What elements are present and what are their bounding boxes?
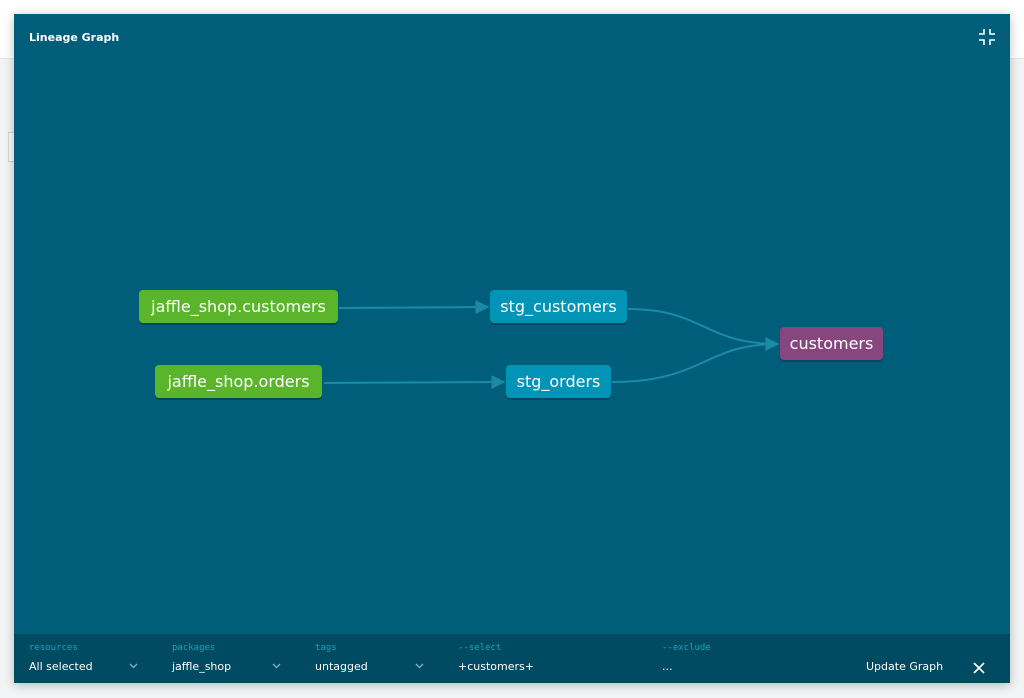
filter-select-input[interactable]: +customers+ [458, 660, 534, 673]
filter-select-label: --select [458, 643, 502, 653]
edge-jaffle-customers-to-stg-customers [338, 300, 490, 315]
filter-exclude-label: --exclude [662, 643, 711, 653]
filter-tags-value[interactable]: untagged [315, 660, 368, 673]
filter-tags-label: tags [315, 643, 337, 653]
graph-filter-bar: resources All selected packages jaffle_s… [14, 634, 1010, 683]
close-icon[interactable] [972, 660, 986, 674]
edge-stg-orders-to-customers [611, 343, 779, 383]
node-jaffle-shop-customers[interactable]: jaffle_shop.customers [139, 290, 338, 323]
lineage-graph-canvas[interactable] [14, 14, 1010, 634]
node-stg-customers[interactable]: stg_customers [490, 290, 627, 323]
filter-resources[interactable]: resources All selected [29, 634, 141, 683]
collapse-icon[interactable] [978, 28, 996, 46]
filter-packages[interactable]: packages jaffle_shop [172, 634, 284, 683]
update-graph-button[interactable]: Update Graph [866, 660, 944, 673]
filter-tags[interactable]: tags untagged [315, 634, 427, 683]
chevron-down-icon[interactable] [415, 663, 424, 669]
edge-stg-customers-to-customers [627, 308, 780, 351]
lineage-graph-modal: Lineage Graph jaffle_shop.customers jaff… [14, 14, 1010, 683]
background-box [8, 132, 15, 162]
chevron-down-icon[interactable] [129, 663, 138, 669]
chevron-down-icon[interactable] [272, 663, 281, 669]
filter-exclude-input[interactable]: ... [662, 660, 673, 673]
node-jaffle-shop-orders[interactable]: jaffle_shop.orders [155, 365, 322, 398]
filter-packages-value[interactable]: jaffle_shop [172, 660, 232, 673]
filter-packages-label: packages [172, 643, 216, 653]
filter-select[interactable]: --select +customers+ [458, 634, 638, 683]
filter-exclude[interactable]: --exclude ... [662, 634, 842, 683]
node-stg-orders[interactable]: stg_orders [506, 365, 611, 398]
modal-title: Lineage Graph [29, 31, 120, 44]
filter-resources-label: resources [29, 643, 78, 653]
filter-resources-value[interactable]: All selected [29, 660, 93, 673]
node-customers[interactable]: customers [780, 327, 883, 360]
edge-jaffle-orders-to-stg-orders [323, 375, 506, 390]
